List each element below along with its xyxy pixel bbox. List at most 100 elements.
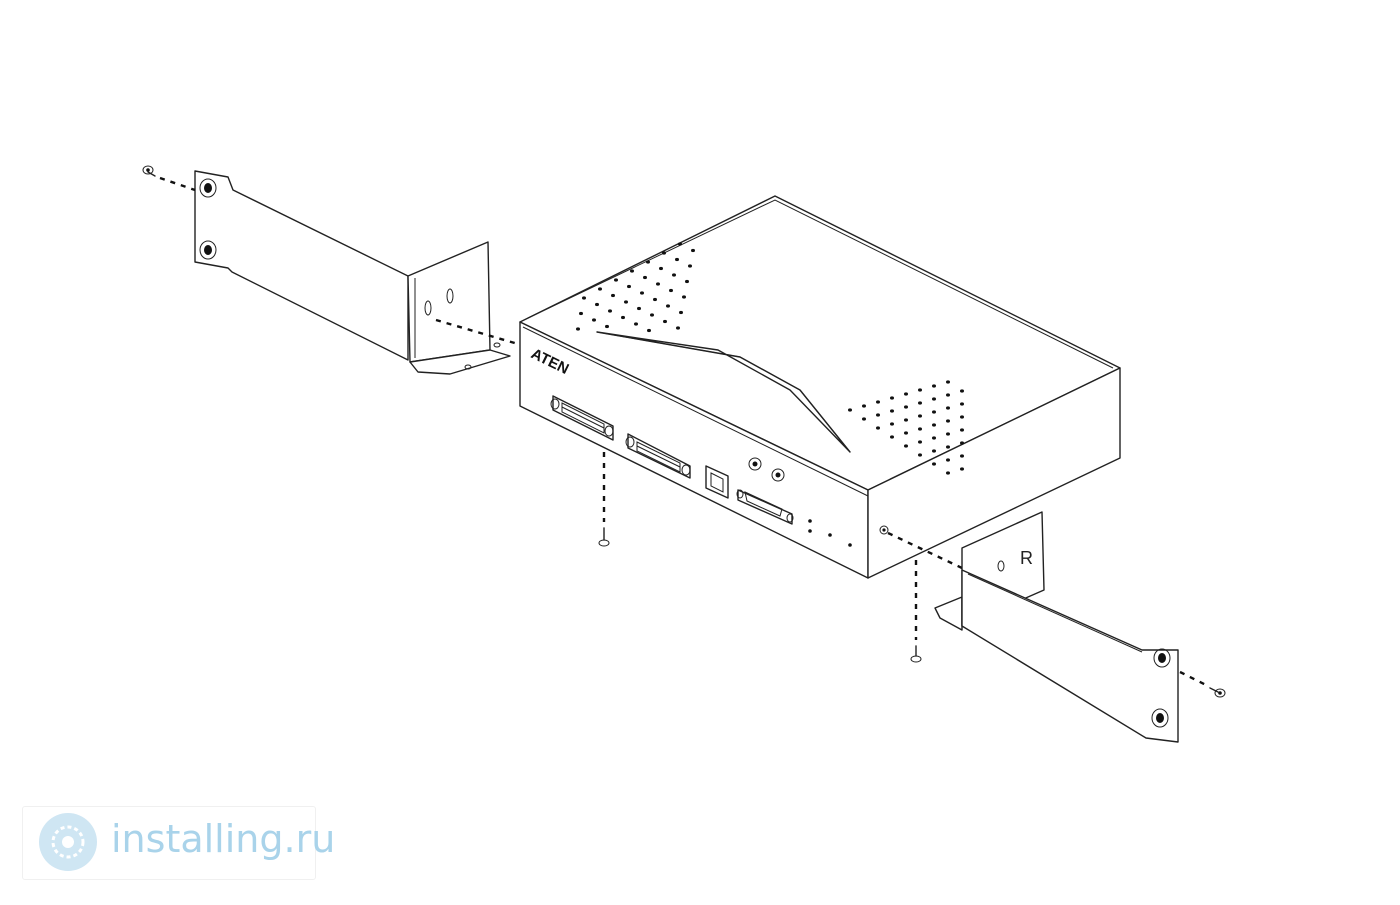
vent-hole: [960, 415, 964, 419]
vent-hole: [643, 275, 647, 280]
vent-hole: [904, 444, 908, 448]
vent-hole: [960, 467, 964, 471]
rs232-port: [736, 489, 794, 525]
vent-hole: [611, 293, 615, 298]
vent-hole: [579, 311, 583, 316]
kvm-extender-unit: ATEN: [519, 195, 1121, 579]
bracket-side-label: R: [1020, 548, 1033, 568]
vent-hole: [862, 417, 866, 421]
vent-hole: [592, 318, 596, 322]
vent-hole: [679, 310, 683, 315]
vent-hole: [862, 404, 866, 408]
dvi-port-2: [625, 433, 691, 479]
vent-hole: [688, 264, 692, 268]
vent-hole: [634, 322, 638, 326]
vent-hole: [653, 297, 657, 302]
vent-hole: [685, 279, 689, 284]
vent-hole: [946, 445, 950, 449]
vent-hole: [637, 306, 641, 311]
vent-hole: [659, 266, 663, 271]
vent-hole: [624, 300, 628, 304]
vent-hole: [621, 315, 625, 320]
vent-hole: [876, 426, 880, 430]
vent-hole: [946, 406, 950, 410]
vent-hole: [678, 242, 682, 246]
vent-hole: [932, 462, 936, 466]
left-bracket-mount-holes: [199, 178, 217, 260]
ventilation-holes: [576, 242, 964, 475]
vent-hole: [890, 409, 894, 413]
vent-hole: [904, 405, 908, 409]
vent-hole: [946, 458, 950, 462]
vent-hole: [932, 410, 936, 414]
vent-hole: [691, 248, 695, 253]
vent-hole: [918, 388, 922, 392]
vent-hole: [890, 435, 894, 439]
vent-hole: [598, 287, 602, 291]
screw-icon: [1209, 687, 1226, 698]
vent-hole: [646, 260, 650, 264]
vent-hole: [876, 400, 880, 404]
vent-hole: [918, 427, 922, 431]
vent-hole: [876, 413, 880, 417]
screw-icon: [142, 165, 156, 177]
screw-icon: [910, 645, 922, 663]
vent-hole: [647, 328, 651, 333]
vent-hole: [918, 414, 922, 418]
dvi-port-1: [550, 395, 614, 441]
right-bracket-mount-holes: [1151, 648, 1171, 728]
vent-hole: [904, 392, 908, 396]
vent-hole: [960, 428, 964, 432]
vent-hole: [666, 304, 670, 308]
vent-hole: [890, 396, 894, 400]
vent-hole: [904, 418, 908, 422]
vent-hole: [918, 453, 922, 457]
vent-hole: [848, 408, 852, 412]
audio-jacks: [748, 457, 785, 482]
vent-hole: [946, 471, 950, 475]
vent-hole: [663, 319, 667, 324]
vent-hole: [656, 282, 660, 286]
left-bracket: [194, 170, 511, 375]
vent-hole: [946, 380, 950, 384]
vent-hole: [960, 389, 964, 393]
watermark: installing.ru: [22, 806, 335, 880]
vent-hole: [918, 401, 922, 405]
vent-hole: [890, 422, 894, 426]
gear-circle-icon: [39, 813, 97, 871]
vent-hole: [595, 302, 599, 307]
status-leds: [808, 519, 852, 547]
vent-hole: [946, 393, 950, 397]
vent-hole: [675, 257, 679, 262]
vent-hole: [960, 454, 964, 458]
vent-hole: [608, 309, 612, 313]
right-bracket: R: [934, 511, 1179, 743]
screw-icon: [598, 527, 610, 547]
vent-hole: [614, 278, 618, 282]
vent-hole: [960, 441, 964, 445]
vent-hole: [576, 327, 580, 331]
vent-hole: [932, 384, 936, 388]
vent-hole: [918, 440, 922, 444]
vent-hole: [904, 431, 908, 435]
watermark-site-name: installing.ru: [111, 817, 336, 861]
vent-hole: [627, 284, 631, 289]
vent-hole: [605, 324, 609, 329]
vent-hole: [932, 423, 936, 427]
vent-hole: [682, 295, 686, 299]
vent-hole: [662, 251, 666, 255]
vent-hole: [672, 273, 676, 277]
vent-hole: [669, 288, 673, 293]
usb-b-port: [705, 465, 729, 499]
vent-hole: [932, 397, 936, 401]
vent-hole: [582, 296, 586, 300]
vent-hole: [640, 291, 644, 295]
vent-hole: [946, 419, 950, 423]
vent-hole: [946, 432, 950, 436]
vent-hole: [932, 449, 936, 453]
vent-hole: [676, 326, 680, 330]
vent-hole: [960, 402, 964, 406]
vent-hole: [650, 313, 654, 317]
